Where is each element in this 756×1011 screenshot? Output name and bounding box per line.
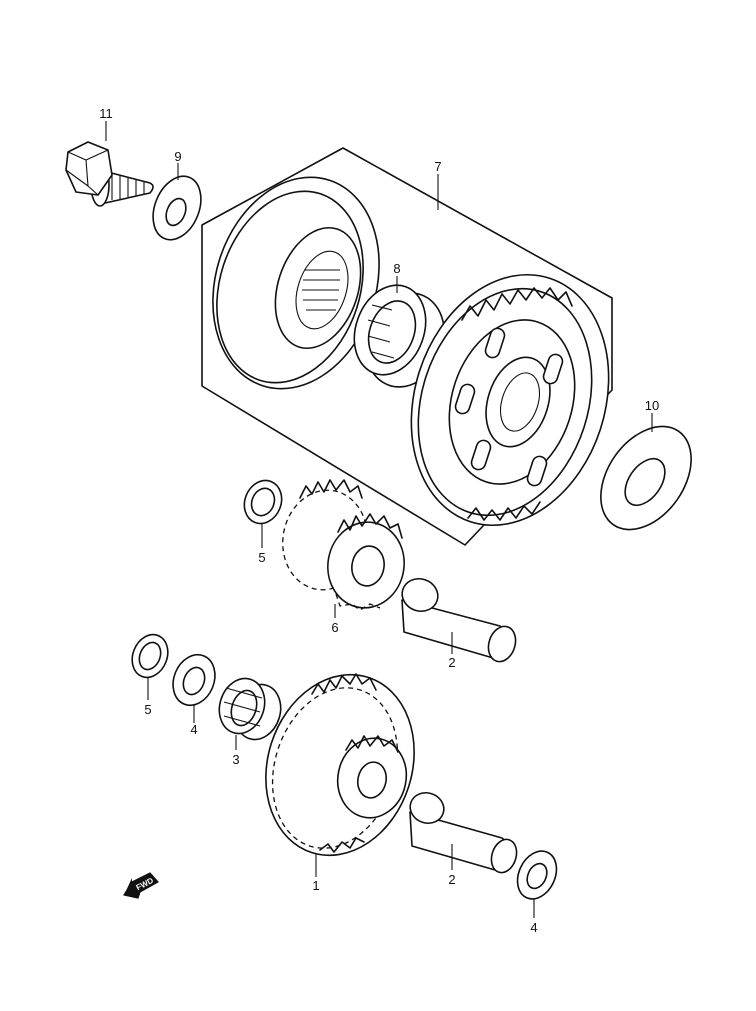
callout-2-upper: 2	[448, 655, 455, 670]
callout-8: 8	[393, 261, 400, 276]
shaft-part-2-upper	[401, 577, 517, 663]
callout-2-lower: 2	[448, 872, 455, 887]
callout-5-upper: 5	[258, 550, 265, 565]
callout-5-lower: 5	[144, 702, 151, 717]
assembly-7-outline	[201, 147, 613, 546]
starter-gear-part-1	[265, 673, 415, 857]
idle-gear-part-6	[282, 479, 405, 611]
washer-part-10	[600, 425, 692, 531]
callout-1: 1	[312, 878, 319, 893]
callout-3: 3	[232, 752, 239, 767]
callout-11: 11	[99, 106, 113, 121]
washer-part-4-left	[172, 653, 216, 707]
shaft-part-2-lower	[409, 791, 518, 874]
callout-9: 9	[174, 149, 181, 164]
callout-10: 10	[645, 398, 659, 413]
fwd-arrow-icon: FWD	[123, 872, 159, 899]
washer-part-9	[152, 175, 202, 241]
bolt-part-11	[65, 141, 154, 207]
needle-bearing-part-3	[218, 677, 282, 741]
leader-lines	[105, 121, 653, 918]
starter-driven-gear-part-7	[410, 273, 610, 527]
callout-7: 7	[434, 159, 441, 174]
shim-part-5-lower	[131, 633, 169, 679]
washer-part-4-right	[516, 850, 558, 900]
callout-4-left: 4	[190, 722, 197, 737]
callout-6: 6	[331, 620, 338, 635]
shim-part-5-upper	[243, 479, 283, 525]
callout-4-right: 4	[530, 920, 537, 935]
